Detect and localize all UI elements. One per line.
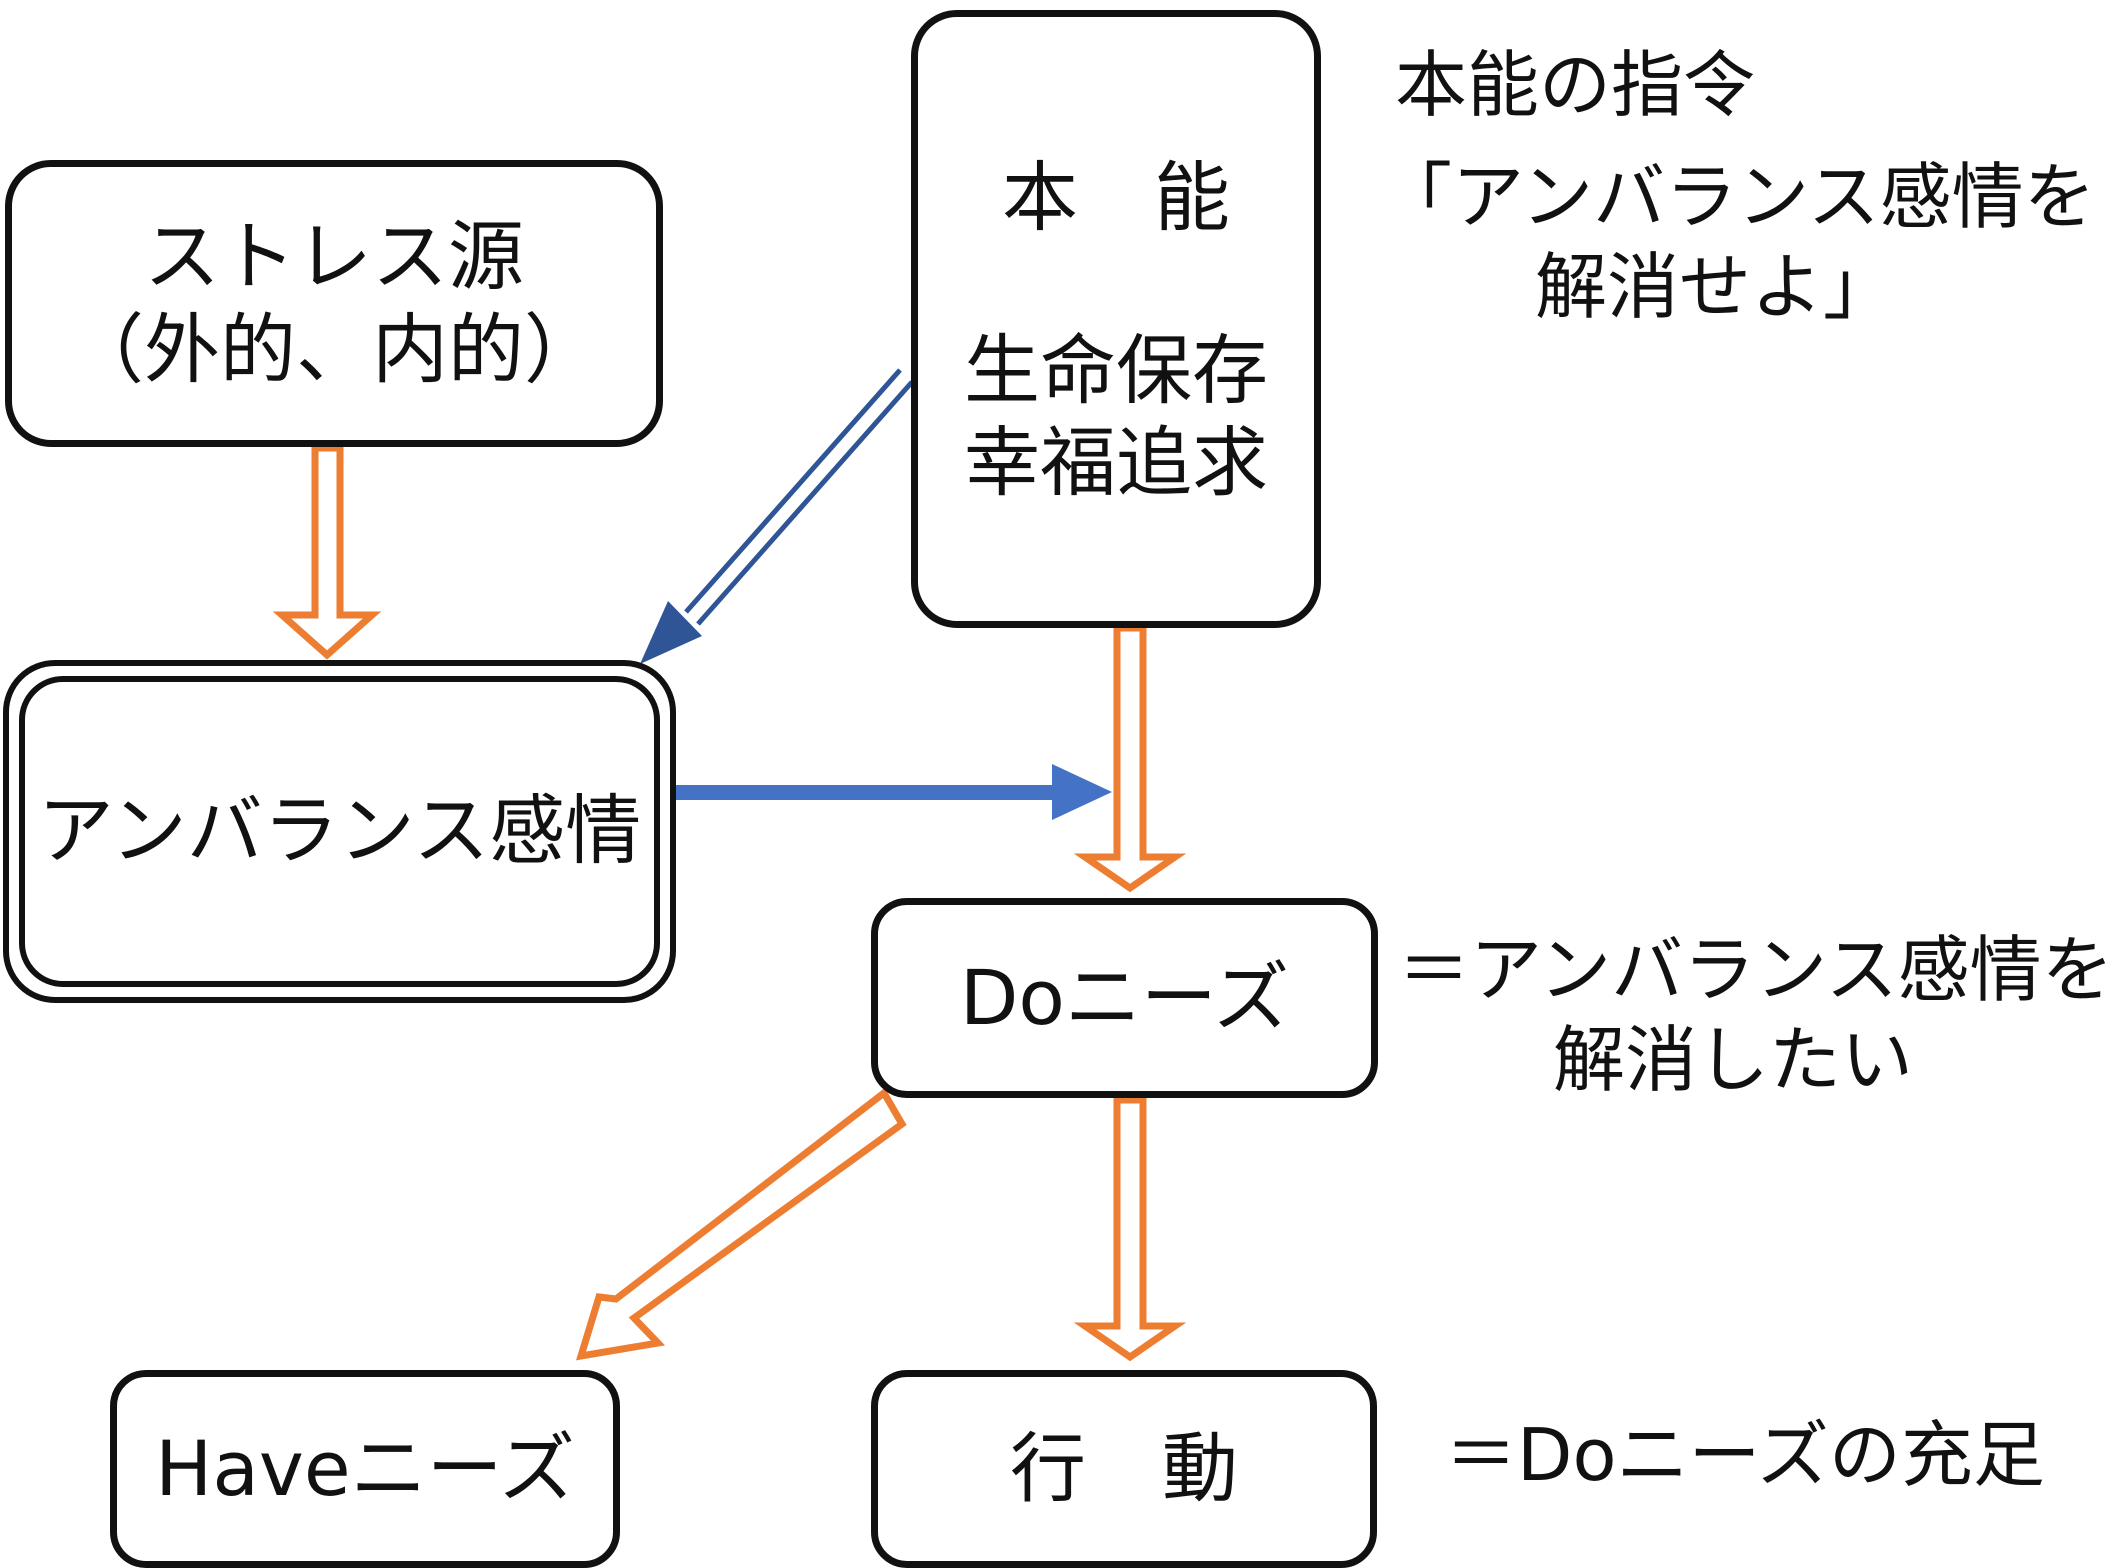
- arrow-instinct-to-imbalance-line-b: [696, 380, 914, 626]
- instinct-box: 本 能 生命保存 幸福追求: [911, 10, 1321, 628]
- instinct-line-happiness-pursuit: 幸福追求: [964, 418, 1268, 508]
- stress-source-sublabel: （外的、内的）: [68, 304, 600, 394]
- do-needs-definition-note: ＝アンバランス感情を 解消したい: [1398, 925, 2114, 1105]
- action-definition-note: ＝Doニーズの充足: [1445, 1410, 2115, 1500]
- stress-source-label: ストレス源: [144, 211, 524, 301]
- instinct-command-note: 本能の指令 「アンバランス感情を 解消せよ」: [1380, 40, 2096, 332]
- instinct-command-line2: 解消せよ」: [1535, 245, 1896, 329]
- arrow-stress-to-imbalance: [272, 444, 382, 660]
- have-needs-box: Haveニーズ: [110, 1370, 620, 1568]
- arrow-do-needs-to-have-needs: [576, 1087, 907, 1361]
- have-needs-label: Haveニーズ: [155, 1423, 575, 1513]
- instinct-command-title: 本能の指令: [1395, 43, 1756, 127]
- imbalance-emotion-box: アンバランス感情: [3, 660, 676, 1003]
- arrow-instinct-to-imbalance-line-a: [684, 368, 902, 614]
- action-definition-line1: ＝Doニーズの充足: [1445, 1413, 2045, 1497]
- arrow-instinct-to-do-needs: [1073, 624, 1187, 893]
- imbalance-emotion-inner-border: [19, 676, 660, 987]
- imbalance-emotion-label: アンバランス感情: [37, 786, 642, 876]
- arrow-imbalance-to-do-needs-head: [1052, 764, 1112, 820]
- arrow-do-needs-to-action: [1073, 1096, 1187, 1362]
- instinct-title: 本 能: [1002, 153, 1230, 242]
- do-needs-definition-line2: 解消したい: [1553, 1018, 1914, 1102]
- do-needs-box: Doニーズ: [871, 898, 1378, 1098]
- do-needs-label: Doニーズ: [959, 952, 1290, 1042]
- arrow-instinct-to-imbalance-head: [640, 601, 702, 664]
- stress-source-box: ストレス源 （外的、内的）: [5, 160, 663, 447]
- action-box: 行 動: [871, 1370, 1377, 1568]
- do-needs-definition-line1: ＝アンバランス感情を: [1398, 928, 2114, 1012]
- arrow-imbalance-to-do-needs-shaft: [660, 785, 1062, 800]
- instinct-command-line1: 「アンバランス感情を: [1380, 155, 2096, 239]
- instinct-line-life-preservation: 生命保存: [964, 325, 1268, 415]
- action-label: 行 動: [1010, 1423, 1238, 1513]
